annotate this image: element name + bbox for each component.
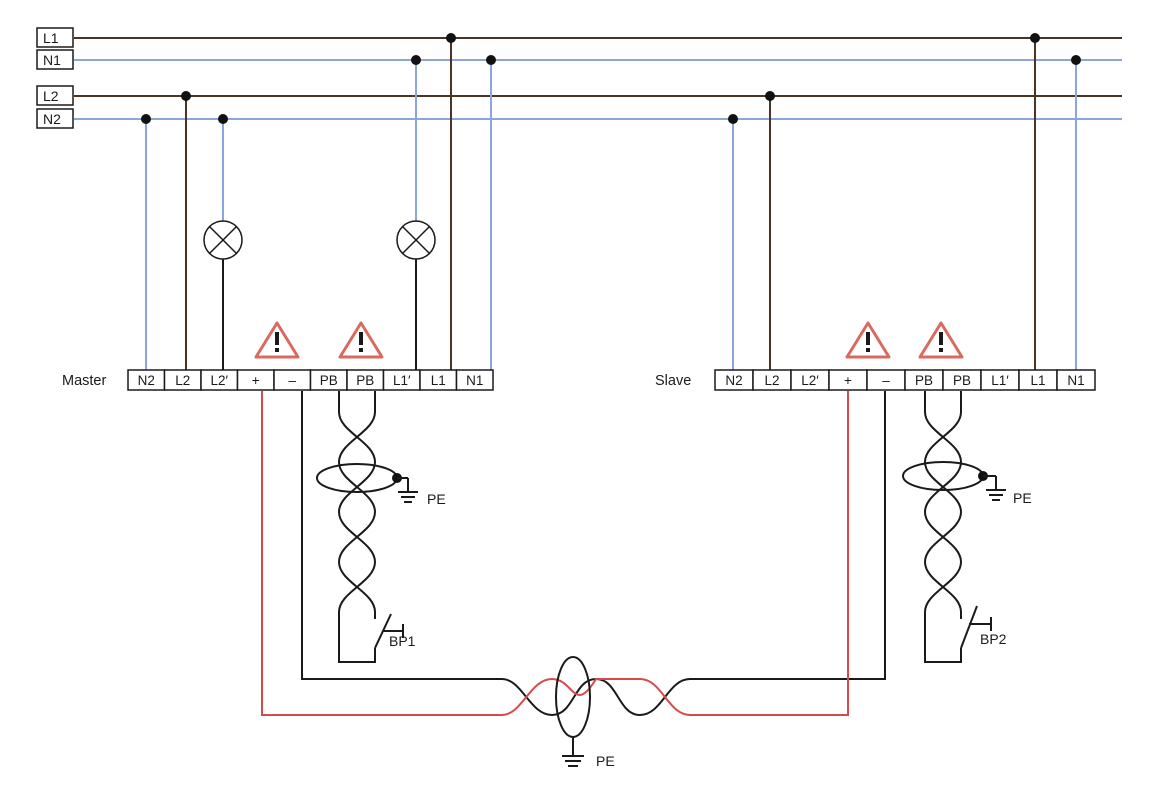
slave-pushbutton-circuit: PE BP2 bbox=[902, 391, 1032, 663]
twisted-pair-wire bbox=[923, 391, 963, 663]
junction-dot bbox=[218, 114, 228, 124]
junction-dot bbox=[411, 55, 421, 65]
terminal-label: PB bbox=[915, 373, 933, 388]
bus-label-box-n1 bbox=[36, 49, 74, 70]
junction-dot bbox=[1071, 55, 1081, 65]
terminal-label: N2 bbox=[138, 373, 155, 388]
master-shield-earth-label: PE bbox=[427, 491, 446, 507]
terminal-label: PB bbox=[356, 373, 374, 388]
warning-triangle-icon bbox=[338, 321, 384, 359]
terminal-label: N2 bbox=[725, 373, 742, 388]
junction-dot bbox=[486, 55, 496, 65]
terminal-cell bbox=[455, 369, 494, 391]
terminal-label: L1 bbox=[431, 373, 446, 388]
terminal-label: PB bbox=[953, 373, 971, 388]
pushbutton-label-bp1: BP1 bbox=[389, 633, 416, 649]
master-terminal-block: N2 L2 L2′ + – PB PB L1′ L1 N1 bbox=[127, 369, 494, 391]
junction-dot bbox=[181, 91, 191, 101]
indicator-lamp-icon bbox=[203, 220, 243, 260]
terminal-label: L2′ bbox=[210, 373, 228, 388]
bus-shield-earth-label: PE bbox=[596, 753, 615, 769]
slave-unit-label: Slave bbox=[655, 373, 691, 389]
terminal-label: L2 bbox=[764, 373, 779, 388]
junction-dot bbox=[141, 114, 151, 124]
terminal-label: PB bbox=[320, 373, 338, 388]
pushbutton-switch-icon bbox=[374, 612, 404, 649]
slave-supply-wiring bbox=[728, 33, 1081, 370]
bus-label-n2: N2 bbox=[43, 111, 61, 127]
pushbutton-switch-icon bbox=[960, 605, 992, 649]
terminal-label: + bbox=[844, 373, 852, 388]
junction-dot bbox=[1030, 33, 1040, 43]
bus-label-n1: N1 bbox=[43, 52, 61, 68]
terminal-label: L1 bbox=[1030, 373, 1045, 388]
warning-triangle-icon bbox=[254, 321, 300, 359]
bus-cable: PE bbox=[261, 391, 886, 769]
bus-label-l2: L2 bbox=[43, 88, 59, 104]
bus-plus-wire bbox=[261, 391, 849, 716]
ground-symbol-icon bbox=[562, 737, 584, 767]
warning-triangle-icon bbox=[918, 321, 964, 359]
terminal-label: N1 bbox=[1067, 373, 1084, 388]
bus-label-box-l1 bbox=[36, 27, 74, 48]
indicator-lamp-icon bbox=[396, 220, 436, 260]
bus-minus-wire bbox=[301, 391, 886, 717]
terminal-label: L1′ bbox=[393, 373, 411, 388]
twisted-pair-wire bbox=[923, 391, 963, 613]
junction-dot bbox=[446, 33, 456, 43]
master-unit-label: Master bbox=[62, 373, 106, 389]
terminal-label: L2′ bbox=[801, 373, 819, 388]
supply-buses: L1 N1 L2 N2 bbox=[36, 27, 1122, 129]
junction-dot bbox=[728, 114, 738, 124]
ground-symbol-icon bbox=[983, 475, 1006, 501]
master-pushbutton-circuit: PE BP1 bbox=[316, 391, 446, 663]
twisted-pair-wire bbox=[337, 391, 377, 613]
slave-shield-earth-label: PE bbox=[1013, 490, 1032, 506]
slave-terminal-block: N2 L2 L2′ + – PB PB L1′ L1 N1 bbox=[714, 369, 1096, 391]
terminal-label: – bbox=[288, 373, 296, 388]
bus-label-box-n2 bbox=[36, 108, 74, 129]
master-supply-wiring bbox=[141, 33, 496, 370]
twisted-pair-wire bbox=[337, 391, 377, 663]
terminal-label: + bbox=[252, 373, 260, 388]
terminal-label: – bbox=[882, 373, 890, 388]
terminal-label: L1′ bbox=[991, 373, 1009, 388]
bus-label-box-l2 bbox=[36, 85, 74, 106]
pushbutton-label-bp2: BP2 bbox=[980, 631, 1007, 647]
ground-symbol-icon bbox=[397, 477, 418, 503]
junction-dot bbox=[765, 91, 775, 101]
bus-label-l1: L1 bbox=[43, 30, 59, 46]
terminal-label: L2 bbox=[175, 373, 190, 388]
terminal-label: N1 bbox=[466, 373, 483, 388]
terminal-cell bbox=[1056, 369, 1096, 391]
warning-triangle-icon bbox=[845, 321, 891, 359]
